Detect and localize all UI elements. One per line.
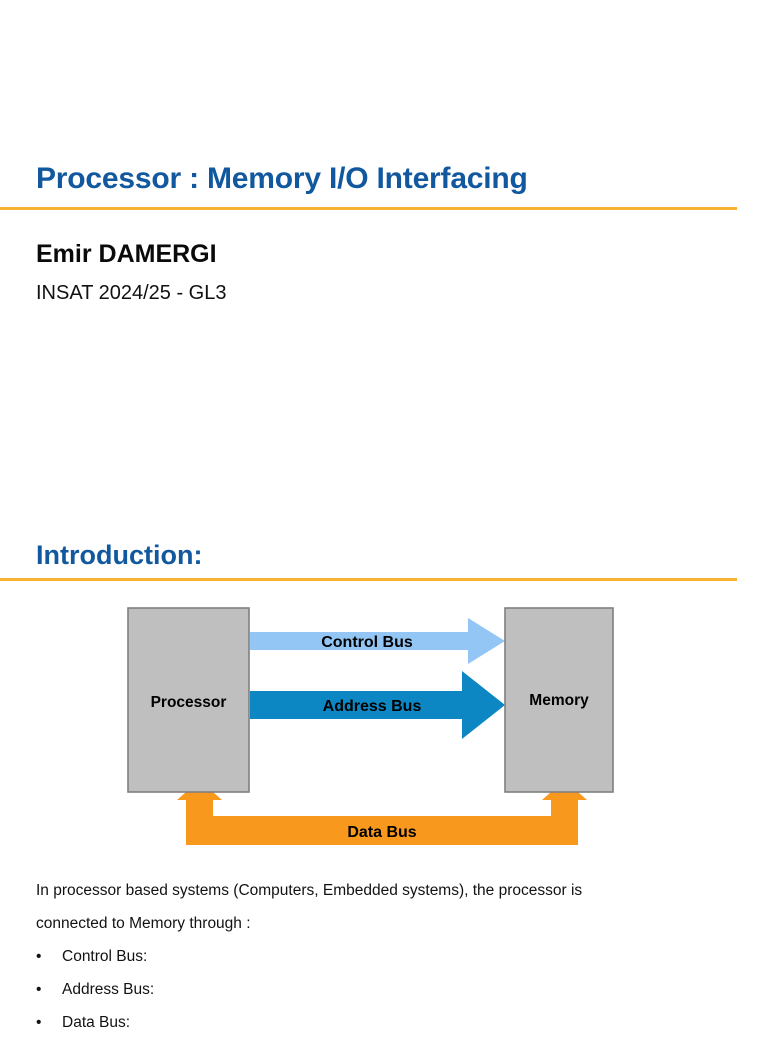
author-name: Emir DAMERGI: [36, 240, 217, 268]
author-affiliation: INSAT 2024/25 - GL3: [36, 282, 227, 304]
control-bus-label: Control Bus: [321, 634, 413, 651]
bullet-icon: •: [36, 948, 42, 965]
memory-block: Memory: [504, 607, 614, 793]
section-heading-introduction: Introduction:: [36, 540, 203, 570]
bus-architecture-diagram: Processor Memory Control Bus Address Bus…: [0, 596, 768, 864]
list-item: • Data Bus:: [36, 1006, 736, 1039]
intro-paragraph-line-2: connected to Memory through :: [36, 915, 251, 932]
data-bus-label: Data Bus: [347, 824, 416, 841]
address-bus-arrow: [250, 671, 505, 739]
processor-block: Processor: [127, 607, 250, 793]
address-bus-label: Address Bus: [323, 698, 422, 715]
bullet-icon: •: [36, 981, 42, 998]
list-item-label: Control Bus:: [62, 948, 148, 965]
section-divider: [0, 578, 737, 581]
intro-paragraph: In processor based systems (Computers, E…: [36, 874, 736, 940]
page-title: Processor : Memory I/O Interfacing: [36, 162, 528, 195]
title-divider: [0, 207, 737, 210]
intro-paragraph-line-1: In processor based systems (Computers, E…: [36, 882, 583, 899]
list-item-label: Data Bus:: [62, 1014, 131, 1031]
bullet-icon: •: [36, 1014, 42, 1031]
list-item: • Address Bus:: [36, 973, 736, 1006]
bus-bullet-list: • Control Bus: • Address Bus: • Data Bus:: [36, 940, 736, 1039]
list-item-label: Address Bus:: [62, 981, 155, 998]
list-item: • Control Bus:: [36, 940, 736, 973]
memory-block-label: Memory: [529, 692, 589, 709]
control-bus-arrow: [250, 618, 505, 664]
processor-block-label: Processor: [151, 694, 227, 711]
